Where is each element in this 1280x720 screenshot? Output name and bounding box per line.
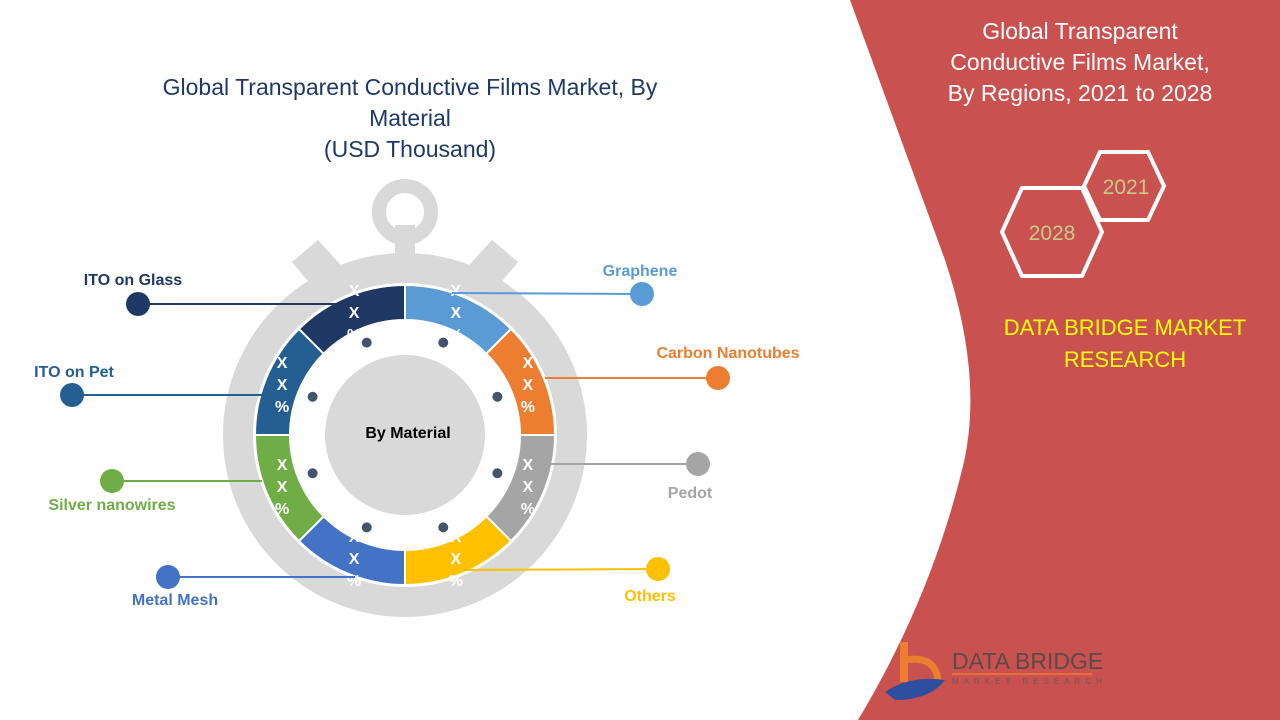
segment-value: % xyxy=(347,573,361,590)
callout-dot-metal-mesh xyxy=(156,565,180,589)
label-silver-nanowires: Silver nanowires xyxy=(48,497,175,514)
callout-dot-graphene xyxy=(630,282,654,306)
brand-text: DATA BRIDGE MARKET RESEARCH xyxy=(985,312,1265,376)
dial-dot xyxy=(492,468,503,479)
segment-value: X xyxy=(277,355,288,372)
segment-value: X xyxy=(277,479,288,496)
segment-value: X xyxy=(277,457,288,474)
segment-value: X xyxy=(277,377,288,394)
callout-dot-ito-on-glass xyxy=(126,292,150,316)
label-metal-mesh: Metal Mesh xyxy=(132,592,218,609)
logo-text: DATA BRIDGE xyxy=(952,648,1104,674)
segment-value: % xyxy=(275,399,289,416)
dial-dot xyxy=(307,391,318,402)
segment-value: X xyxy=(523,479,534,496)
segment-value: % xyxy=(521,399,535,416)
dial-dot xyxy=(307,468,318,479)
label-graphene: Graphene xyxy=(603,263,678,280)
label-pedot: Pedot xyxy=(668,485,713,502)
segment-value: X xyxy=(349,305,360,322)
callout-dot-others xyxy=(646,557,670,581)
brand-line1: DATA BRIDGE MARKET xyxy=(1003,315,1247,340)
region-title: Global Transparent Conductive Films Mark… xyxy=(905,16,1255,109)
year-start: 2021 xyxy=(1103,176,1150,199)
segment-value: % xyxy=(449,573,463,590)
hexagon-2021 xyxy=(1081,150,1167,222)
callout-dot-pedot xyxy=(686,452,710,476)
region-title-line1: Global Transparent xyxy=(982,18,1178,44)
segment-value: X xyxy=(451,551,462,568)
dial-dot xyxy=(361,522,372,533)
callout-dot-carbon-nanotubes xyxy=(706,366,730,390)
segment-value: X xyxy=(451,529,462,546)
chart-title: Global Transparent Conductive Films Mark… xyxy=(120,72,700,165)
title-line1: Global Transparent Conductive Films Mark… xyxy=(162,74,658,131)
label-ito-on-glass: ITO on Glass xyxy=(84,272,183,289)
dial-dot xyxy=(438,337,449,348)
callout-line-graphene xyxy=(451,292,643,295)
year-end: 2028 xyxy=(1029,222,1076,245)
segment-value: % xyxy=(449,327,463,344)
segment-value: % xyxy=(275,501,289,518)
label-carbon-nanotubes: Carbon Nanotubes xyxy=(656,345,799,362)
dial-dot xyxy=(361,337,372,348)
center-label: By Material xyxy=(365,425,450,442)
callout-dot-silver-nanowires xyxy=(100,469,124,493)
segment-ito-on-glass xyxy=(297,283,406,356)
segment-value: X xyxy=(523,355,534,372)
segment-value: X xyxy=(451,305,462,322)
label-ito-on-pet: ITO on Pet xyxy=(34,364,114,381)
hexagon-2028 xyxy=(999,186,1105,278)
region-title-line3: By Regions, 2021 to 2028 xyxy=(947,80,1213,106)
brand-line2: RESEARCH xyxy=(1063,347,1187,372)
callout-line-others xyxy=(454,568,659,571)
segment-value: X xyxy=(523,457,534,474)
segment-value: % xyxy=(521,501,535,518)
segment-value: % xyxy=(347,327,361,344)
segment-value: X xyxy=(349,283,360,300)
dial-dot xyxy=(438,522,449,533)
segment-value: X xyxy=(451,283,462,300)
callout-dot-ito-on-pet xyxy=(60,383,84,407)
label-others: Others xyxy=(624,588,676,605)
dial-dot xyxy=(492,391,503,402)
region-title-line2: Conductive Films Market, xyxy=(950,49,1210,75)
logo-subtext: MARKET RESEARCH xyxy=(952,677,1107,686)
center-disk xyxy=(325,355,485,515)
logo-icon xyxy=(885,642,945,700)
title-line2: (USD Thousand) xyxy=(323,136,497,162)
segment-value: X xyxy=(349,529,360,546)
segment-value: X xyxy=(349,551,360,568)
right-panel xyxy=(850,0,1280,720)
segment-value: X xyxy=(523,377,534,394)
